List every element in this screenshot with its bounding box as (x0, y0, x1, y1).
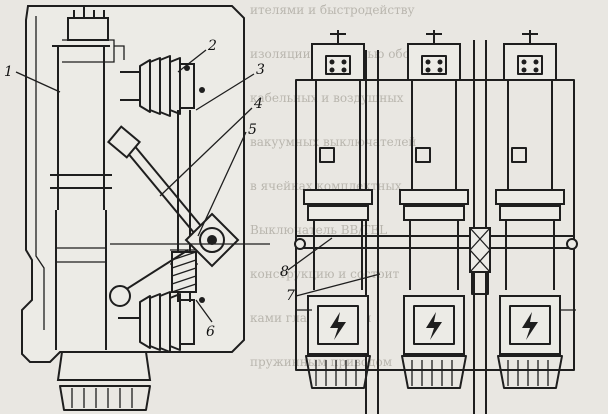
front-insulator-column (469, 227, 491, 273)
side-view (21, 5, 270, 411)
pole-2-upper-body (411, 80, 457, 190)
pole-3-foot (497, 355, 563, 389)
callout-3: 3 (256, 62, 265, 78)
side-top-terminal (67, 17, 109, 41)
callouts: 1 2 3 4 5 6 7 8 (4, 38, 295, 340)
side-top-clamp (62, 39, 115, 63)
pole-1-foot-ribs (315, 360, 357, 386)
lower-arm-pivot (109, 285, 131, 307)
pole-2-lightning-icon (426, 312, 442, 340)
side-fix-dot-2 (199, 297, 205, 303)
side-pole-lower (55, 210, 107, 350)
pole-3-window (511, 147, 527, 163)
callout-1: 1 (4, 64, 13, 80)
front-insulator-base (471, 271, 489, 295)
pole-3-upper-body (507, 80, 553, 190)
pole-3-lightning-panel (509, 305, 551, 345)
pole-3-clamp-lower (499, 205, 561, 221)
bg-line-1: ителями и быстродейству (250, 3, 415, 17)
pole-1-clamp-upper (303, 189, 373, 205)
side-pole-lower-bands (56, 247, 106, 263)
pole-3-top-plate (517, 55, 543, 75)
leader-lines (15, 49, 381, 323)
front-frame-bars (365, 40, 487, 414)
side-fix-dot-1 (199, 87, 205, 93)
side-frame-inner (35, 16, 45, 330)
upper-bushing (139, 55, 195, 117)
pole-2-foot-ribs (411, 360, 453, 386)
pole-2-clamp-upper (399, 189, 469, 205)
side-top-terminal-ribs (73, 6, 105, 18)
pole-3-top-stud (522, 30, 538, 44)
pole-1-top-stud (330, 30, 346, 44)
pole-1 (303, 30, 373, 389)
pole-2-lower-body (409, 220, 459, 290)
pole-1-foot (305, 355, 371, 389)
lower-bushing (139, 291, 195, 353)
bg-line-4: вакуумных выключателей (250, 135, 416, 149)
side-base-feet (59, 385, 151, 411)
bg-line-3: кабельных и воздушных (250, 91, 404, 105)
pole-2-top-stud (426, 30, 442, 44)
pole-2-lightning-panel (413, 305, 455, 345)
pole-1-lightning-panel (317, 305, 359, 345)
linkage-rod-edge (127, 137, 207, 233)
mechanism-shaft (207, 235, 217, 245)
callout-7: 7 (286, 288, 295, 304)
bg-line-6: Выключатель ВВ/TEL (250, 223, 387, 237)
callout-8: 8 (280, 264, 289, 280)
leader-4 (159, 107, 253, 197)
pole-1-upper-body (315, 80, 361, 190)
pole-2-window (415, 147, 431, 163)
pole-1-lower-body (313, 220, 363, 290)
pole-3-clamp-upper (495, 189, 565, 205)
pole-1-lightning-icon (330, 312, 346, 340)
pole-2 (399, 30, 469, 389)
front-bolt-left (294, 238, 306, 250)
leader-2 (177, 49, 207, 73)
linkage-upper-pivot (106, 125, 142, 159)
pole-2-clamp-lower (403, 205, 465, 221)
pole-2-top-plate (421, 55, 447, 75)
front-insulator-hatch (469, 227, 491, 273)
upper-bushing-stem (120, 71, 140, 101)
side-pole-band (50, 174, 112, 189)
pole-3-lightning-icon (522, 312, 538, 340)
linkage-rod (121, 145, 201, 241)
pole-1-clamp-lower (307, 205, 369, 221)
front-view (294, 30, 578, 414)
leader-3 (195, 73, 255, 111)
side-base (56, 351, 152, 381)
pole-1-top-plate (325, 55, 351, 75)
pole-3 (495, 30, 565, 389)
callout-2: 2 (207, 38, 217, 54)
leader-6 (195, 299, 213, 323)
callout-5: 5 (248, 122, 257, 138)
callout-4: 4 (253, 96, 263, 112)
side-pole-upper (57, 46, 105, 210)
pole-3-foot-ribs (507, 360, 549, 386)
leader-1 (15, 71, 61, 93)
leader-5 (197, 131, 247, 237)
callout-6: 6 (206, 324, 215, 340)
pole-3-lower-body (505, 220, 555, 290)
side-top-bracket (114, 45, 125, 60)
side-base-ribs (71, 388, 133, 408)
front-cross-bars (296, 235, 574, 249)
pole-2-foot (401, 355, 467, 389)
spring-block-hatch (171, 251, 197, 293)
pole-1-window (319, 147, 335, 163)
front-bolt-right (566, 238, 578, 250)
lower-arm (121, 249, 189, 293)
